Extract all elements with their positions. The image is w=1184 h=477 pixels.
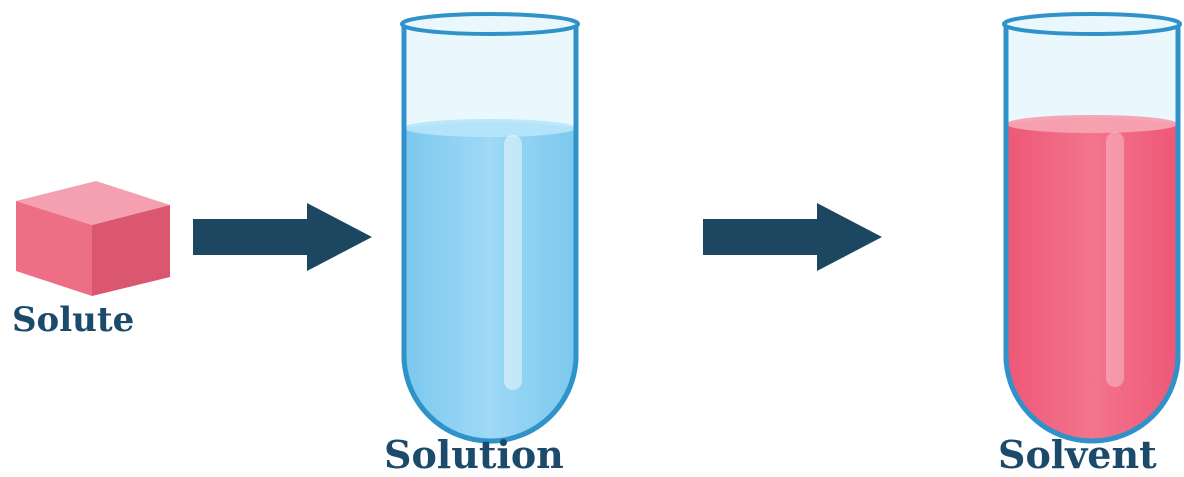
arrow-right-icon [193, 203, 372, 271]
solvent-label: Solvent [998, 432, 1157, 477]
cube-icon [16, 181, 170, 296]
test-tube-icon [1004, 14, 1180, 441]
solute-label: Solute [12, 300, 134, 340]
arrow-right-icon [703, 203, 882, 271]
test-tube-icon [402, 14, 578, 441]
solution-label: Solution [384, 432, 564, 477]
